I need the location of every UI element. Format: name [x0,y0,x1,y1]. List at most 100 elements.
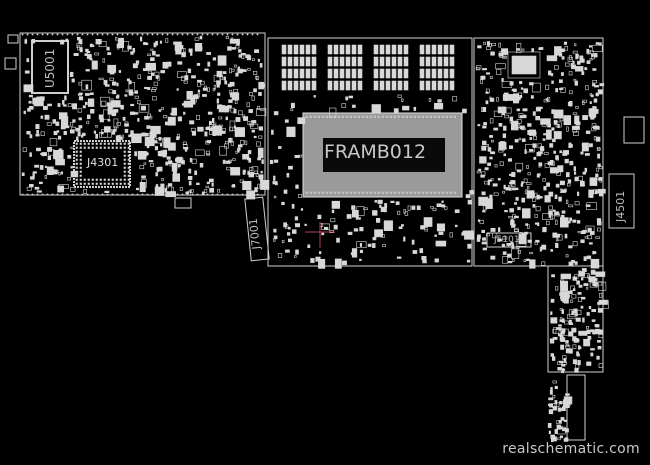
component-footprint [395,201,400,205]
component-footprint [95,146,98,149]
component-footprint [575,317,581,322]
component-footprint [219,146,227,156]
component-footprint [205,150,210,155]
component-footprint [492,183,498,187]
component-footprint [56,33,59,36]
component-footprint [51,33,54,36]
component-footprint [599,332,604,335]
j4501-top-connector [623,116,645,144]
component-footprint [570,285,575,291]
component-footprint [104,190,110,193]
component-footprint [154,71,160,76]
component-footprint [91,33,94,36]
right-board-outline [473,37,604,267]
component-footprint [508,187,512,191]
component-footprint [95,125,99,128]
component-footprint [143,162,147,165]
component-footprint [558,328,569,336]
component-footprint [185,191,189,195]
component-footprint [38,181,43,185]
component-footprint [549,143,554,148]
component-footprint [501,243,506,247]
component-footprint [436,203,442,207]
component-footprint [597,345,602,350]
component-footprint [327,80,333,91]
component-footprint [222,71,227,75]
component-footprint [333,80,339,91]
component-footprint [579,58,585,63]
component-footprint [103,142,106,145]
component-footprint [520,87,524,90]
component-footprint [561,364,566,367]
component-footprint [449,191,452,194]
component-footprint [588,45,592,48]
component-footprint [548,205,553,211]
component-footprint [481,140,487,145]
component-footprint [127,166,130,169]
component-footprint [567,56,573,62]
component-footprint [576,60,581,65]
component-footprint [152,96,157,101]
component-footprint [216,70,223,78]
component-footprint [514,202,517,205]
component-footprint [182,143,188,148]
component-footprint [96,33,99,36]
component-footprint [131,133,142,144]
component-footprint [248,172,255,178]
component-footprint [234,100,238,104]
component-footprint [87,98,95,107]
component-footprint [549,390,553,395]
component-footprint [299,44,305,55]
component-footprint [381,234,385,238]
component-footprint [26,193,29,196]
component-footprint [591,53,594,57]
component-footprint [565,172,570,178]
component-footprint [305,68,311,79]
component-footprint [512,258,515,262]
component-footprint [345,96,349,101]
component-footprint [165,38,169,43]
component-footprint [29,134,33,139]
component-footprint [581,71,585,75]
component-footprint [559,48,565,53]
component-footprint [75,178,78,181]
component-footprint [77,108,83,113]
component-footprint [548,191,554,197]
component-footprint [575,338,580,343]
component-footprint [179,187,184,191]
component-footprint [385,44,391,55]
component-footprint [230,141,235,146]
component-footprint [176,193,179,196]
component-footprint [587,227,592,232]
component-footprint [567,179,572,184]
component-footprint [544,227,547,232]
component-footprint [226,166,231,171]
component-footprint [28,94,33,98]
component-footprint [40,131,45,136]
component-footprint [523,259,527,262]
component-footprint [510,241,514,244]
component-footprint [23,84,34,93]
component-footprint [336,237,340,243]
component-footprint [351,44,357,55]
component-footprint [258,81,265,90]
component-footprint [271,129,274,135]
component-footprint [483,122,487,126]
component-footprint [86,33,89,36]
component-footprint [95,142,98,145]
component-footprint [551,274,555,278]
component-footprint [297,194,302,198]
component-footprint [560,216,565,222]
component-footprint [287,226,291,230]
component-footprint [561,318,565,323]
component-footprint [116,135,119,138]
component-footprint [557,407,562,412]
j4301-label: J4301 [87,156,119,169]
component-footprint [555,327,560,330]
component-footprint [572,359,577,365]
component-footprint [397,191,400,194]
component-footprint [383,220,393,231]
component-footprint [526,186,530,190]
component-footprint [281,68,287,79]
